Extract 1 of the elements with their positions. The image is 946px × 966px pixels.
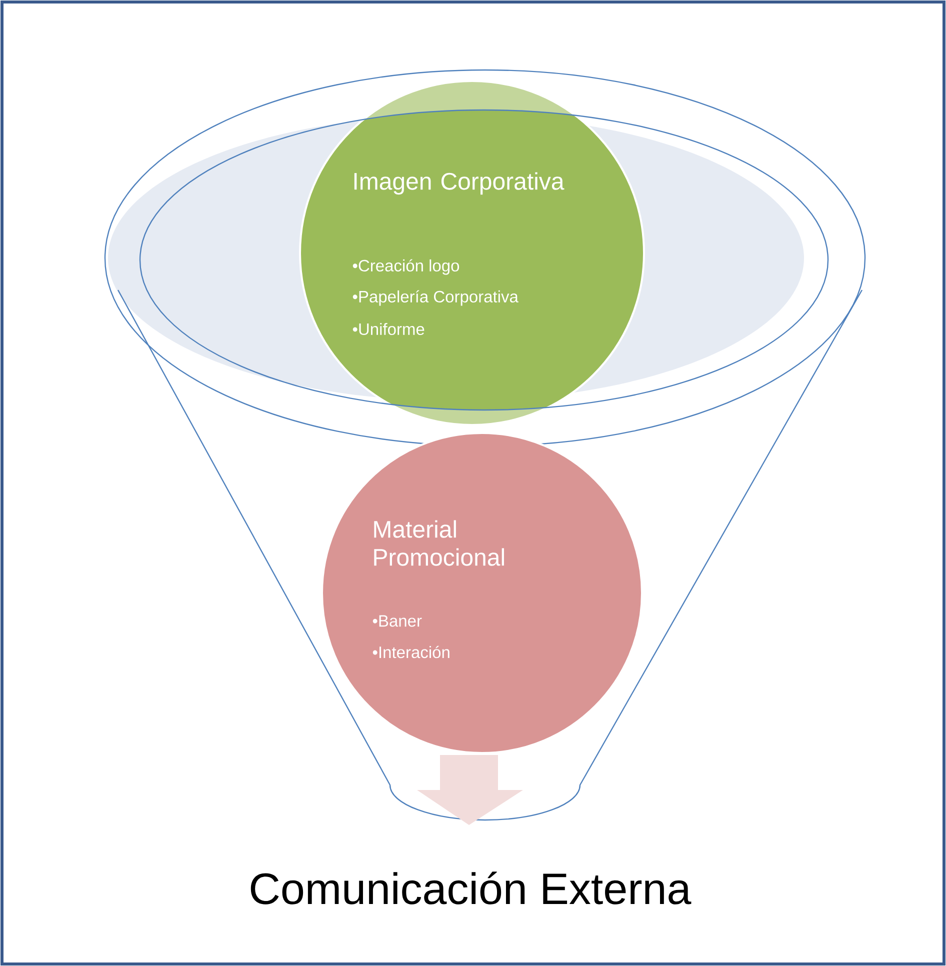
- title: Comunicación Externa: [250, 872, 692, 904]
